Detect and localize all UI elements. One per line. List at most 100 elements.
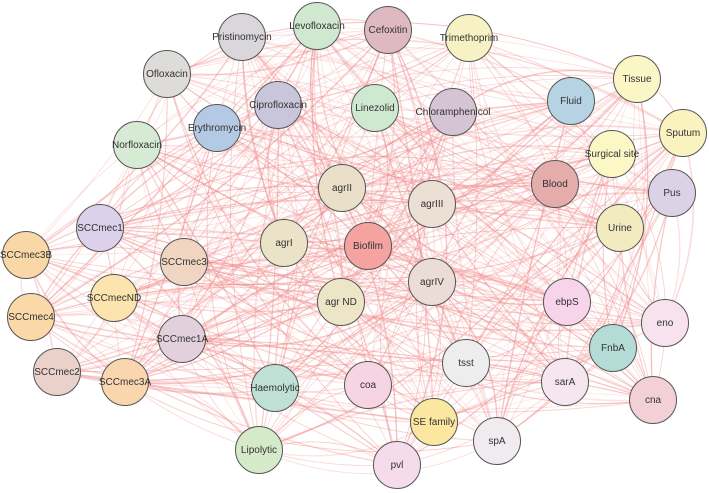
node-sccmecnd[interactable]: SCCmecND bbox=[87, 274, 141, 322]
edge bbox=[99, 227, 435, 423]
edge bbox=[374, 107, 568, 303]
node-blood[interactable]: Blood bbox=[531, 160, 579, 208]
node-lipolytic[interactable]: Lipolytic bbox=[235, 426, 283, 474]
node-chloramphenicol[interactable]: Chloramphenicol bbox=[415, 88, 491, 136]
edge bbox=[183, 37, 470, 263]
edge bbox=[183, 202, 433, 263]
node-ciprofloxacin[interactable]: Ciprofloxacin bbox=[249, 81, 307, 129]
node-sccmec3[interactable]: SCCmec3 bbox=[160, 238, 208, 286]
edge bbox=[183, 246, 433, 283]
node-label: Cefoxitin bbox=[368, 24, 408, 36]
node-cefoxitin[interactable]: Cefoxitin bbox=[364, 6, 412, 54]
edge bbox=[341, 187, 666, 324]
node-label: Haemolytic bbox=[250, 382, 300, 394]
edge bbox=[183, 261, 398, 466]
node-pristinomycin[interactable]: Pristinomycin bbox=[212, 13, 272, 61]
edge bbox=[113, 297, 260, 451]
edge bbox=[183, 100, 572, 263]
node-spa[interactable]: spA bbox=[473, 417, 521, 465]
edge bbox=[367, 245, 498, 442]
node-label: Lipolytic bbox=[240, 444, 278, 456]
edge bbox=[166, 73, 568, 303]
edge bbox=[56, 245, 369, 373]
node-ofloxacin[interactable]: Ofloxacin bbox=[143, 50, 191, 98]
edge bbox=[496, 78, 638, 442]
edge bbox=[56, 371, 369, 396]
node-sccmec3b[interactable]: SCCmec3B bbox=[0, 231, 52, 279]
node-ebps[interactable]: ebpS bbox=[543, 278, 591, 326]
node-coa[interactable]: coa bbox=[344, 361, 392, 409]
edge bbox=[183, 211, 621, 263]
edge bbox=[340, 29, 396, 303]
node-tsst[interactable]: tsst bbox=[442, 339, 490, 387]
node-biofilm[interactable]: Biofilm bbox=[344, 222, 392, 270]
node-eno[interactable]: eno bbox=[641, 299, 689, 347]
node-se-family[interactable]: SE family bbox=[410, 398, 458, 446]
edge bbox=[316, 25, 572, 102]
edge bbox=[181, 338, 467, 364]
edge bbox=[113, 187, 343, 299]
node-erythromycin[interactable]: Erythromycin bbox=[188, 104, 246, 152]
node-agrIII[interactable]: agrIII bbox=[408, 180, 456, 228]
node-haemolytic[interactable]: Haemolytic bbox=[250, 364, 300, 412]
edge bbox=[367, 245, 568, 303]
node-label: eno bbox=[656, 317, 674, 329]
node-label: SCCmec1 bbox=[77, 222, 123, 234]
edge bbox=[181, 187, 343, 340]
node-levofloxacin[interactable]: Levofloxacin bbox=[289, 2, 345, 50]
edge bbox=[341, 187, 614, 349]
node-sccmec2[interactable]: SCCmec2 bbox=[33, 348, 81, 396]
node-urine[interactable]: Urine bbox=[596, 204, 644, 252]
node-agrII[interactable]: agrII bbox=[318, 164, 366, 212]
edge bbox=[216, 127, 568, 303]
node-fluid[interactable]: Fluid bbox=[547, 77, 595, 125]
edge bbox=[124, 227, 621, 383]
node-tissue[interactable]: Tissue bbox=[613, 55, 661, 103]
edge bbox=[181, 245, 369, 340]
edge bbox=[277, 104, 435, 423]
edge bbox=[496, 227, 621, 442]
edge bbox=[309, 25, 369, 247]
node-linezolid[interactable]: Linezolid bbox=[351, 84, 399, 132]
node-agrI[interactable]: agrI bbox=[260, 219, 308, 267]
edge bbox=[316, 25, 467, 364]
node-agrIV[interactable]: agrIV bbox=[408, 258, 456, 306]
edge bbox=[124, 203, 433, 383]
node-surgical-site[interactable]: Surgical site bbox=[585, 130, 639, 178]
edge bbox=[283, 242, 435, 423]
edge bbox=[283, 242, 498, 442]
edge bbox=[340, 301, 654, 405]
edge bbox=[30, 29, 389, 318]
edge bbox=[316, 25, 666, 324]
node-sccmec1[interactable]: SCCmec1 bbox=[76, 204, 124, 252]
node-trimethoprim[interactable]: Trimethoprim bbox=[440, 14, 498, 62]
edge bbox=[367, 227, 621, 247]
node-agr-nd[interactable]: agr ND bbox=[317, 278, 365, 326]
edge bbox=[277, 37, 470, 106]
edge bbox=[367, 245, 614, 349]
node-norfloxacin[interactable]: Norfloxacin bbox=[112, 121, 162, 169]
edge bbox=[554, 183, 654, 401]
edge bbox=[341, 168, 556, 189]
edge bbox=[258, 203, 433, 451]
edge bbox=[341, 187, 621, 229]
node-cna[interactable]: cna bbox=[629, 376, 677, 424]
edge bbox=[367, 245, 566, 383]
node-pus[interactable]: Pus bbox=[648, 169, 696, 217]
node-sccmec1a[interactable]: SCCmec1A bbox=[156, 315, 208, 363]
edge bbox=[636, 78, 654, 401]
edge bbox=[181, 338, 654, 401]
edge bbox=[136, 144, 343, 194]
edge bbox=[99, 111, 454, 229]
node-sccmec4[interactable]: SCCmec4 bbox=[7, 293, 55, 341]
edge bbox=[379, 111, 454, 466]
edge bbox=[99, 227, 568, 303]
node-sputum[interactable]: Sputum bbox=[659, 109, 707, 157]
edge bbox=[166, 73, 369, 386]
node-sara[interactable]: sarA bbox=[541, 358, 589, 406]
node-sccmec3a[interactable]: SCCmec3A bbox=[99, 358, 151, 406]
node-fnba[interactable]: FnbA bbox=[589, 324, 637, 372]
edge bbox=[316, 25, 621, 229]
node-pvl[interactable]: pvl bbox=[373, 441, 421, 489]
